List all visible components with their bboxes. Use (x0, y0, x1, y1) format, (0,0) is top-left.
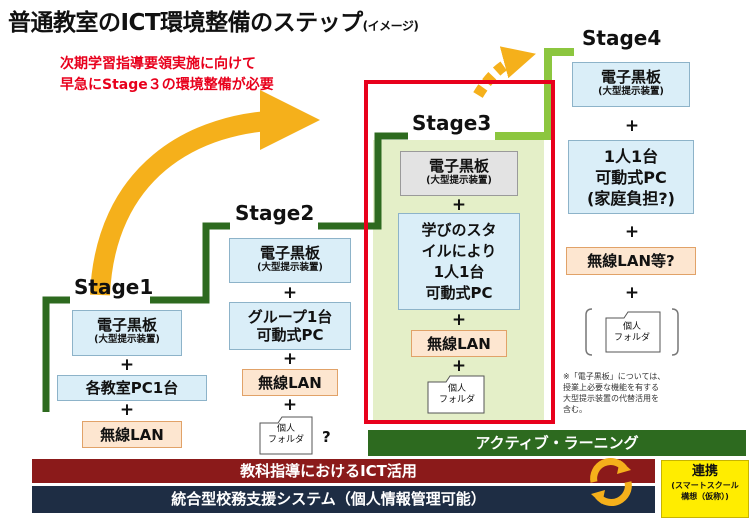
stage1-pc-box: 各教室PC1台 (57, 375, 207, 401)
stair-step-3 (318, 132, 408, 230)
stair-step-1 (42, 296, 70, 412)
plus-icon: + (119, 400, 135, 420)
plus-icon: + (282, 395, 298, 415)
stage2-label: Stage2 (235, 201, 315, 225)
stage3-lan-box: 無線LAN (411, 330, 507, 357)
school-system-bar: 統合型校務支援システム（個人情報管理可能） (32, 486, 655, 513)
stage2-lan-box: 無線LAN (242, 369, 338, 396)
plus-icon: + (451, 356, 467, 376)
stage4-folder-label: 個人 フォルダ (613, 322, 650, 343)
stage3-pc-box: 学びのスタ イルにより 1人1台 可動式PC (398, 213, 520, 310)
active-learning-bar: アクティブ・ラーニング (368, 430, 746, 456)
plus-icon: + (282, 283, 298, 303)
stage1-lan-box: 無線LAN (82, 421, 182, 448)
dashed-arrow-icon (473, 46, 536, 98)
stair-step-2 (150, 222, 230, 304)
stage4-pc-box: 1人1台 可動式PC (家庭負担?) (568, 140, 694, 214)
plus-icon: + (624, 116, 640, 136)
stair-step-4 (495, 48, 574, 140)
page-title: 普通教室のICT環境整備のステップ(イメージ) (8, 10, 419, 36)
stage2-board-box: 電子黒板 (大型提示装置) (229, 238, 351, 283)
stage4-lan-box: 無線LAN等? (566, 247, 696, 275)
plus-icon: + (624, 283, 640, 303)
stage4-board-box: 電子黒板 (大型提示装置) (572, 62, 690, 107)
folder-icon (259, 416, 313, 455)
stage2-question-mark: ? (322, 428, 331, 446)
footnote: ※「電子黒板」については、 授業上必要な機能を有する 大型提示装置の代替活用を … (563, 372, 666, 414)
stage3-folder-label: 個人 フォルダ (438, 384, 475, 405)
renkei-box: 連携 (スマートスクール 構想（仮称）) (661, 460, 749, 518)
stage2-folder-label: 個人 フォルダ (267, 424, 304, 445)
cycle-arrows-icon (590, 458, 632, 506)
plus-icon: + (119, 355, 135, 375)
stage3-label: Stage3 (412, 111, 492, 135)
stage2-pc-box: グループ1台 可動式PC (229, 302, 351, 350)
folder-bracket-icon (585, 308, 679, 356)
plus-icon: + (451, 310, 467, 330)
ict-usage-bar: 教科指導におけるICT活用 (32, 459, 655, 483)
stage4-label: Stage4 (582, 26, 662, 50)
urgent-callout: 次期学習指導要領実施に向けて 早急にStage３の環境整備が必要 (60, 56, 274, 93)
stage1-board-box: 電子黒板 (大型提示装置) (72, 310, 182, 356)
plus-icon: + (451, 195, 467, 215)
plus-icon: + (282, 349, 298, 369)
stage3-board-box: 電子黒板 (大型提示装置) (400, 151, 518, 196)
stage3-red-frame (364, 80, 555, 424)
plus-icon: + (624, 222, 640, 242)
big-arrow-icon (90, 90, 320, 296)
stage1-label: Stage1 (74, 275, 154, 299)
folder-icon (427, 375, 485, 414)
